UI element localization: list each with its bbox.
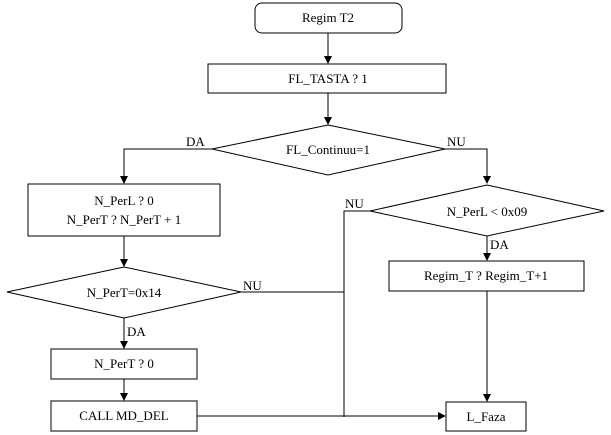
node-fl-tasta-label: FL_TASTA ? 1 bbox=[288, 71, 368, 86]
decision-perl-check-label: N_PerL < 0x09 bbox=[447, 204, 528, 219]
node-reset-perl-line2: N_PerT ? N_PerT + 1 bbox=[67, 212, 181, 227]
edge-perl-no bbox=[343, 210, 370, 417]
decision-perl-check: N_PerL < 0x09 bbox=[369, 184, 605, 237]
node-inc-regim: Regim_T ? Regim_T+1 bbox=[388, 260, 585, 292]
node-l-faza: L_Faza bbox=[445, 401, 527, 432]
node-reset-pert: N_PerT ? 0 bbox=[50, 348, 198, 380]
node-call-md-del: CALL MD_DEL bbox=[50, 400, 198, 432]
node-l-faza-label: L_Faza bbox=[467, 409, 506, 424]
node-call-md-del-label: CALL MD_DEL bbox=[79, 408, 168, 423]
label-perl-no: NU bbox=[345, 196, 364, 211]
connectors bbox=[120, 33, 491, 420]
node-fl-tasta: FL_TASTA ? 1 bbox=[207, 63, 447, 94]
decision-fl-continuu: FL_Continuu=1 bbox=[211, 124, 446, 176]
edge-continuu-yes bbox=[120, 148, 212, 184]
label-continuu-yes: DA bbox=[186, 134, 205, 149]
node-start-label: Regim T2 bbox=[302, 10, 354, 25]
decision-fl-continuu-label: FL_Continuu=1 bbox=[286, 142, 370, 157]
edge-continuu-no bbox=[445, 148, 491, 184]
node-reset-perl-line1: N_PerL ? 0 bbox=[94, 193, 153, 208]
node-reset-pert-label: N_PerT ? 0 bbox=[94, 356, 154, 371]
label-perl-yes: DA bbox=[490, 237, 509, 252]
node-inc-regim-label: Regim_T ? Regim_T+1 bbox=[424, 268, 548, 283]
label-continuu-no: NU bbox=[447, 134, 466, 149]
node-start: Regim T2 bbox=[254, 2, 403, 34]
decision-pert-check: N_PerT=0x14 bbox=[6, 266, 242, 319]
label-pert-yes: DA bbox=[127, 324, 146, 339]
label-pert-no: NU bbox=[243, 278, 262, 293]
decision-pert-check-label: N_PerT=0x14 bbox=[87, 285, 162, 300]
node-reset-perl: N_PerL ? 0 N_PerT ? N_PerT + 1 bbox=[27, 183, 221, 237]
